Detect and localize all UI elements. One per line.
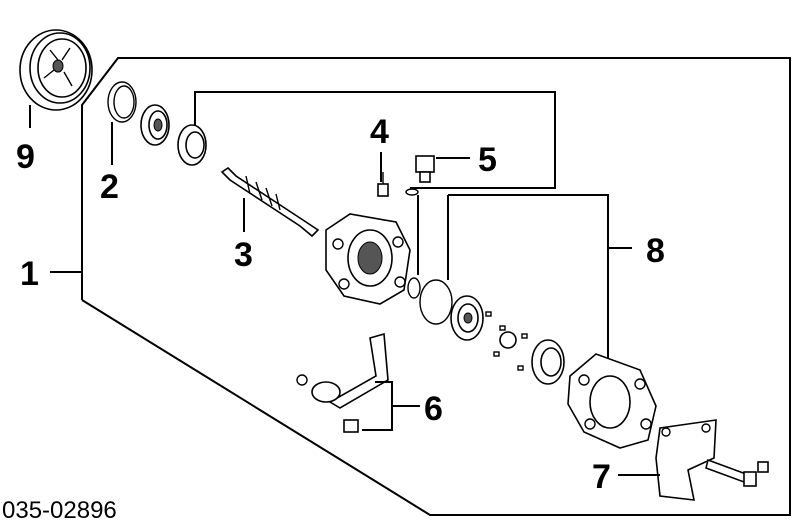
callout-4: 4 bbox=[370, 113, 389, 151]
callout-9: 9 bbox=[16, 138, 35, 176]
rear-seal-part bbox=[531, 339, 565, 385]
assembly-boundary-outline bbox=[81, 57, 791, 516]
callout-8: 8 bbox=[646, 232, 665, 270]
callout-7: 7 bbox=[592, 458, 611, 496]
cam-ring-part bbox=[450, 295, 484, 341]
callout-1: 1 bbox=[20, 255, 39, 293]
front-housing-part bbox=[325, 213, 411, 305]
bearing-part bbox=[140, 104, 170, 146]
rotor-vanes-part bbox=[485, 311, 528, 371]
callout-6: 6 bbox=[424, 390, 443, 428]
o-ring-large-part bbox=[419, 279, 453, 325]
mounting-bracket-part bbox=[655, 419, 717, 501]
pulley-part bbox=[19, 29, 93, 111]
oil-seal-part bbox=[177, 124, 207, 166]
o-ring-small-part bbox=[407, 277, 421, 299]
subassembly-8-outline bbox=[194, 91, 556, 189]
rear-housing-part bbox=[567, 353, 657, 449]
callout-5: 5 bbox=[478, 141, 497, 179]
pipe-part bbox=[296, 332, 389, 433]
sensor-part bbox=[377, 172, 389, 197]
catalog-code: 035-02896 bbox=[2, 497, 117, 524]
callout-3: 3 bbox=[234, 236, 253, 274]
pressure-switch-part bbox=[405, 155, 435, 196]
mounting-bolt-part bbox=[705, 458, 769, 487]
callout-2: 2 bbox=[100, 168, 119, 206]
subassembly-8-bracket bbox=[448, 194, 609, 360]
snap-ring-part bbox=[107, 81, 137, 123]
drive-shaft-part bbox=[220, 166, 320, 238]
